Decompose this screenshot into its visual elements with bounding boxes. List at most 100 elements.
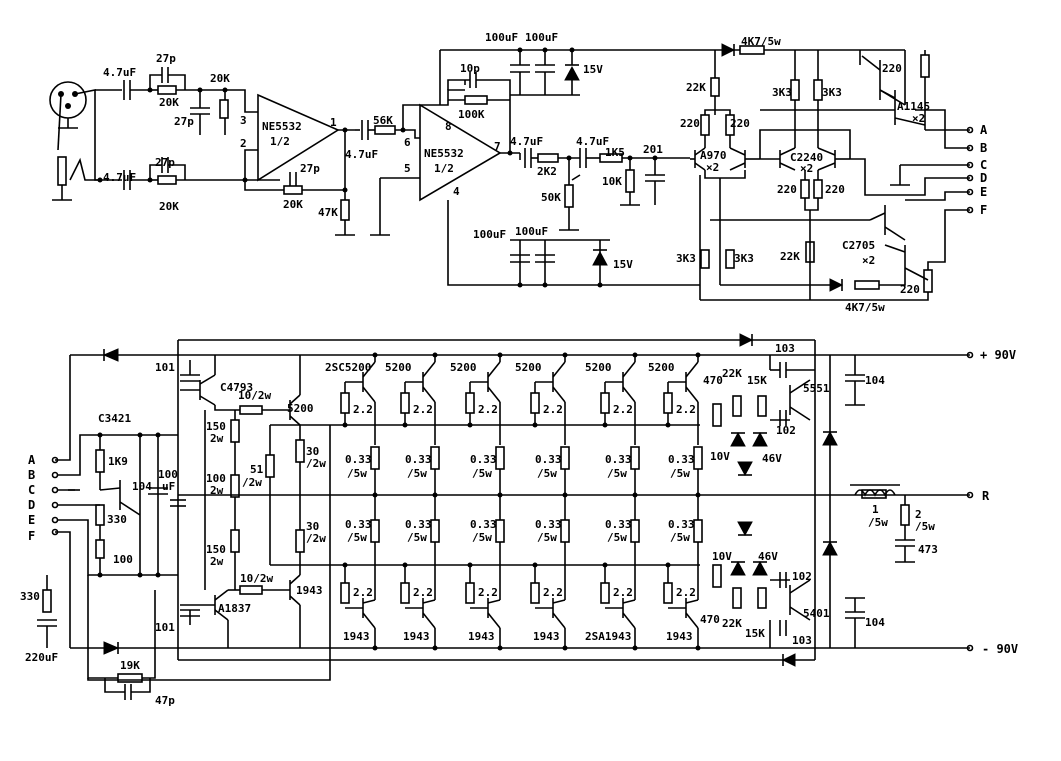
pnp-emitter [422,599,436,604]
emitter-resistor [495,519,505,543]
label: 473 [918,543,938,556]
emitter-resistor [630,446,640,470]
resistor-label: /5w [407,531,427,544]
label: 22K [686,81,706,94]
label: 1943 [296,584,323,597]
resistor-label: 0.33 [405,453,432,466]
label: 20K [210,72,230,85]
label: 5 [404,162,411,175]
npn-collector [685,361,699,378]
label: 3K3 [734,252,754,265]
label: NE5532 [424,147,464,160]
label: 470 [703,374,723,387]
terminal-label: D [980,171,987,185]
resistor-label: /5w [537,467,557,480]
terminal-label: B [980,141,987,155]
label: 10/2w [238,389,271,402]
label: ×2 [912,112,925,125]
resistor-label: /5w [472,467,492,480]
resistor-label: 2.2 [543,586,563,599]
label: 3K3 [822,86,842,99]
junction [432,352,438,358]
rail-label: + 90V [980,348,1016,362]
junction [497,352,503,358]
transistor-label: 5200 [585,361,612,374]
junction [602,562,608,568]
transistor-label: 5200 [648,361,675,374]
opamp-2 [419,103,502,202]
label: 220uF [25,651,58,664]
label: 100uF [485,31,518,44]
label: 2 [915,508,922,521]
label: 4.7uF [576,135,609,148]
pnp-collector [552,612,566,629]
base-resistor [530,392,540,414]
transistor-label: 1943 [666,630,693,643]
label: ×2 [862,254,875,267]
label: 100uF [515,225,548,238]
resistor-label: /5w [670,531,690,544]
junction [665,562,671,568]
label: 15V [583,63,603,76]
terminal-label: C [28,483,35,497]
label: 201 [643,143,663,156]
terminal-label: C [980,158,987,172]
label: C3421 [98,412,131,425]
label: 101 [155,621,175,634]
label: 2K2 [537,165,557,178]
npn-emitter [362,386,376,403]
resistor-label: 0.33 [345,518,372,531]
label: 27p [300,162,320,175]
npn-collector [422,361,436,378]
resistor-label: 2.2 [353,586,373,599]
label: 1K5 [605,146,625,159]
terminal-label: B [28,468,35,482]
emitter-resistor [495,446,505,470]
emitter-resistor [693,446,703,470]
npn-emitter [685,386,699,403]
label: 2w [210,432,224,445]
label: 150 [206,543,226,556]
label: 330 [107,513,127,526]
label: 47p [155,694,175,707]
resistor-label: 0.33 [470,518,497,531]
label: 20K [159,96,179,109]
resistor-label: 0.33 [605,518,632,531]
input-section [49,43,974,301]
emitter-resistor [560,446,570,470]
label: 19K [120,659,140,672]
junction [562,352,568,358]
label: 220 [680,117,700,130]
label: 1K9 [108,455,128,468]
junction [632,352,638,358]
label: 10K [602,175,622,188]
label: 220 [825,183,845,196]
label: 150 [206,420,226,433]
label: 220 [777,183,797,196]
label: 2 [240,137,247,150]
junction [497,645,503,651]
resistor-label: 2.2 [413,586,433,599]
label: 104 [865,374,885,387]
label: 220 [900,283,920,296]
label: 1 [330,116,337,129]
junction [372,645,378,651]
resistor-label: /5w [407,467,427,480]
label: 50K [541,191,561,204]
npn-collector [552,361,566,378]
terminal-label: D [28,498,35,512]
base-resistor [400,392,410,414]
transistor-label: 5200 [450,361,477,374]
label: /2w [306,457,326,470]
resistor-label: 0.33 [405,518,432,531]
label: 4.7uF [345,148,378,161]
label: 15K [745,627,765,640]
emitter-resistor [693,519,703,543]
base-resistor [340,392,350,414]
label: /2w [242,476,262,489]
label: 1/2 [434,162,454,175]
label: A1145 [897,100,930,113]
labels-top: 4.7uF 4.7uF 27p 27p 27p 27p 20K 20K 20K … [103,31,988,314]
label: 100K [458,108,485,121]
junction [372,352,378,358]
